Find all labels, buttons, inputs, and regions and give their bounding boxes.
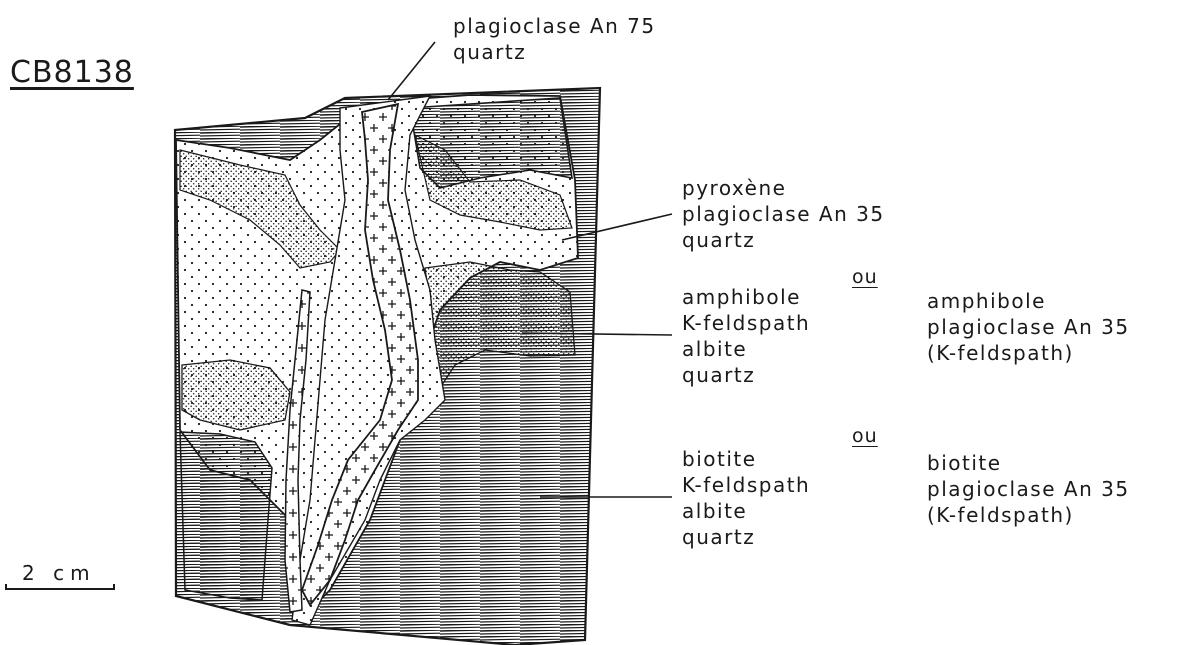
label-line: amphibole [927, 288, 1130, 314]
label-line: biotite [927, 450, 1130, 476]
label-lower-zone-left: biotite K-feldspath albite quartz [682, 446, 810, 550]
label-line: quartz [453, 39, 656, 65]
label-lower-zone-right: biotite plagioclase An 35 (K-feldspath) [927, 450, 1130, 528]
label-middle-zone-right: amphibole plagioclase An 35 (K-feldspath… [927, 288, 1130, 366]
sample-id: CB8138 [10, 56, 134, 90]
scale-label: 2 cm [22, 561, 96, 585]
label-line: quartz [682, 227, 885, 253]
lower-left-banded-patch [180, 432, 272, 600]
label-line: biotite [682, 446, 810, 472]
label-upper-zone: pyroxène plagioclase An 35 quartz [682, 175, 885, 253]
label-line: albite [682, 336, 810, 362]
label-line: quartz [682, 362, 810, 388]
label-line: K-feldspath [682, 310, 810, 336]
label-line: albite [682, 498, 810, 524]
label-line: (K-feldspath) [927, 502, 1130, 528]
label-line: amphibole [682, 284, 810, 310]
separator-ou-1: ou [852, 266, 878, 288]
label-line: plagioclase An 35 [927, 476, 1130, 502]
label-vein-mineralogy: plagioclase An 75 quartz [453, 13, 656, 65]
leader-line-vein [388, 42, 435, 100]
label-line: (K-feldspath) [927, 340, 1130, 366]
label-line: plagioclase An 35 [682, 201, 885, 227]
label-line: quartz [682, 524, 810, 550]
label-line: plagioclase An 35 [927, 314, 1130, 340]
label-line: pyroxène [682, 175, 885, 201]
separator-ou-2: ou [852, 425, 878, 447]
label-line: K-feldspath [682, 472, 810, 498]
label-middle-zone-left: amphibole K-feldspath albite quartz [682, 284, 810, 388]
label-line: plagioclase An 75 [453, 13, 656, 39]
